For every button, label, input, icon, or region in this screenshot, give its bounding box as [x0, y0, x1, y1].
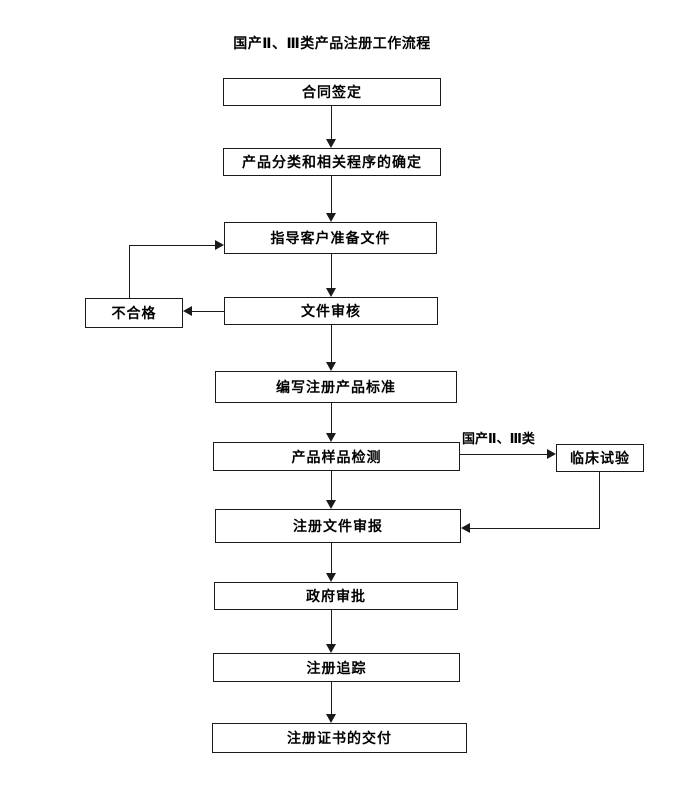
edge-contract-to-classification-line: [331, 106, 332, 140]
edge-unqualified-to-guide-hline: [129, 245, 216, 246]
edge-tracking-to-delivery-arrowhead: [326, 714, 336, 723]
flow-node-registration-tracking: 注册追踪: [213, 653, 460, 682]
edge-testing-to-clinical-arrowhead: [547, 449, 556, 459]
flow-node-certificate-delivery: 注册证书的交付: [212, 723, 467, 753]
flow-node-guide-document-preparation: 指导客户准备文件: [224, 222, 437, 254]
flow-node-label: 不合格: [111, 305, 157, 321]
flow-node-label: 产品样品检测: [291, 448, 382, 465]
flow-node-label: 政府审批: [306, 588, 366, 604]
edge-review-to-unqualified-arrowhead: [183, 306, 192, 316]
flow-node-label: 注册追踪: [306, 659, 367, 676]
edge-review-to-standard-arrowhead: [326, 362, 336, 371]
flow-node-label: 编写注册产品标准: [276, 379, 396, 395]
edge-label-domestic-class: 国产Ⅱ、Ⅲ类: [462, 428, 535, 447]
edge-standard-to-testing-arrowhead: [326, 433, 336, 442]
edge-clinical-to-submission-hline: [470, 528, 600, 529]
flow-node-label: 产品分类和相关程序的确定: [242, 154, 422, 170]
edge-submission-to-approval-arrowhead: [326, 573, 336, 582]
edge-contract-to-classification-arrowhead: [326, 139, 336, 148]
flow-node-sample-testing: 产品样品检测: [213, 442, 460, 471]
edge-testing-to-submission-arrowhead: [326, 500, 336, 509]
flow-node-clinical-trial: 临床试验: [556, 444, 644, 472]
flow-node-write-product-standard: 编写注册产品标准: [215, 371, 457, 403]
edge-tracking-to-delivery-line: [331, 682, 332, 715]
flow-node-label: 文件审核: [301, 303, 361, 319]
flow-node-label: 注册证书的交付: [287, 730, 392, 746]
edge-classification-to-guide-arrowhead: [326, 213, 336, 222]
edge-submission-to-approval-line: [331, 543, 332, 574]
flow-node-registration-submission: 注册文件审报: [215, 509, 461, 543]
flow-node-label: 指导客户准备文件: [270, 230, 391, 246]
edge-clinical-to-submission-arrowhead: [461, 523, 470, 533]
flow-node-label: 合同签定: [302, 84, 362, 100]
edge-unqualified-to-guide-arrowhead: [215, 240, 224, 250]
edge-guide-to-review-arrowhead: [326, 288, 336, 297]
flow-node-government-approval: 政府审批: [214, 582, 458, 610]
flow-node-label: 注册文件审报: [293, 518, 383, 534]
edge-unqualified-to-guide-vline: [129, 245, 130, 298]
edge-review-to-standard-line: [331, 325, 332, 363]
edge-approval-to-tracking-line: [331, 610, 332, 645]
flow-node-contract-signing: 合同签定: [223, 78, 441, 106]
edge-testing-to-clinical-line: [460, 454, 548, 455]
flow-node-product-classification: 产品分类和相关程序的确定: [223, 148, 441, 176]
edge-approval-to-tracking-arrowhead: [326, 644, 336, 653]
edge-standard-to-testing-line: [331, 403, 332, 434]
flow-node-document-review: 文件审核: [224, 297, 438, 325]
edge-classification-to-guide-line: [331, 176, 332, 214]
flow-node-label: 临床试验: [570, 450, 630, 466]
edge-clinical-to-submission-vline: [599, 472, 600, 529]
flowchart-title: 国产Ⅱ、Ⅲ类产品注册工作流程: [233, 35, 431, 51]
edge-review-to-unqualified-line: [192, 311, 224, 312]
edge-guide-to-review-line: [331, 254, 332, 289]
edge-testing-to-submission-line: [331, 471, 332, 501]
flow-node-unqualified: 不合格: [85, 298, 183, 328]
